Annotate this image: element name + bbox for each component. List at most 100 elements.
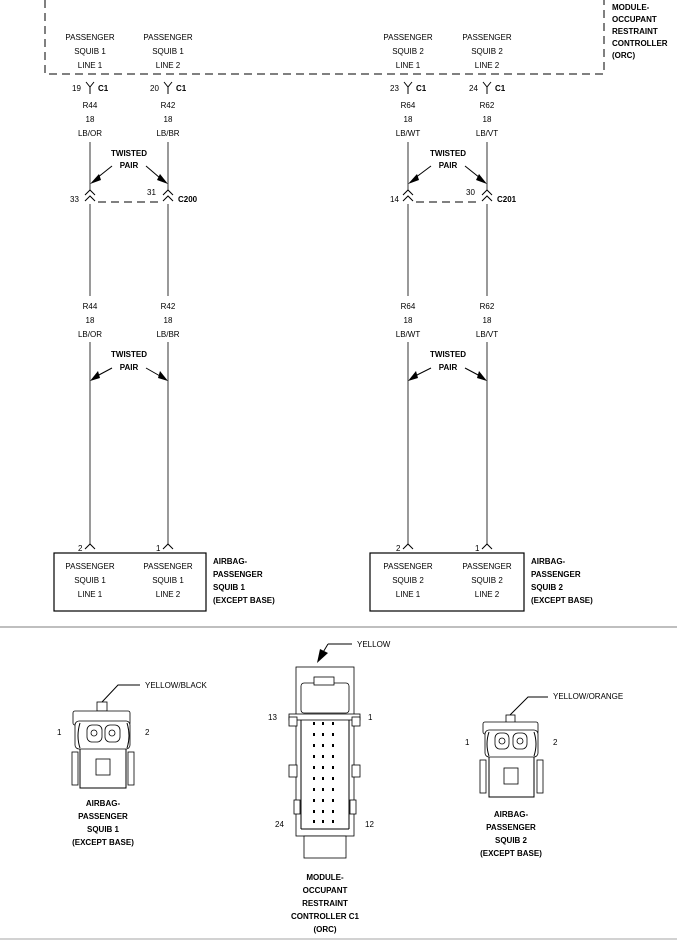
component-name: PASSENGER <box>213 570 263 579</box>
squib-pin-terminals: 2 1 2 1 <box>78 543 493 553</box>
twisted-pair-bottom: TWISTED PAIR TWISTED PAIR <box>90 350 487 381</box>
squib-cell-label: LINE 2 <box>475 590 500 599</box>
wire-circuit: R64 <box>401 101 416 110</box>
orc-name-line: MODULE- <box>612 3 650 12</box>
pin-number: 1 <box>475 544 480 553</box>
wire-color: LB/OR <box>78 330 102 339</box>
connector-color-label: YELLOW <box>357 640 391 649</box>
wire-color: LB/OR <box>78 129 102 138</box>
pin-number: 30 <box>466 188 475 197</box>
orc-circuit-label: PASSENGER <box>143 33 192 42</box>
connector-view-squib-1: YELLOW/BLACK 1 2 AIRBAG- PASSENGER SQUIB… <box>57 681 207 847</box>
inline-connector-c200: 33 31 C200 <box>70 188 198 204</box>
component-name: (EXCEPT BASE) <box>213 596 275 605</box>
pin-number: 1 <box>57 728 62 737</box>
twisted-label: TWISTED <box>430 149 466 158</box>
squib-cell-label: LINE 1 <box>78 590 103 599</box>
connector-label: C201 <box>497 195 517 204</box>
component-name: (EXCEPT BASE) <box>72 838 134 847</box>
twisted-label: PAIR <box>120 161 139 170</box>
component-name: AIRBAG- <box>531 557 566 566</box>
orc-circuit-label: LINE 1 <box>396 61 421 70</box>
wire-labels-top: R44 18 LB/OR R42 18 LB/BR R64 18 LB/WT R… <box>78 101 498 138</box>
component-name: (EXCEPT BASE) <box>480 849 542 858</box>
component-name: (EXCEPT BASE) <box>531 596 593 605</box>
orc-circuit-label: LINE 1 <box>78 61 103 70</box>
pin-number: 2 <box>145 728 150 737</box>
connector-color-label: YELLOW/ORANGE <box>553 692 623 701</box>
orc-circuit-label: LINE 2 <box>156 61 181 70</box>
orc-pin-terminals: 19 C1 20 C1 23 C1 24 C1 <box>72 81 506 94</box>
component-name: OCCUPANT <box>303 886 348 895</box>
component-name: PASSENGER <box>531 570 581 579</box>
pin-number: 1 <box>368 713 373 722</box>
pin-number: 20 <box>150 84 159 93</box>
connector-label: C1 <box>495 84 506 93</box>
component-name: AIRBAG- <box>86 799 121 808</box>
orc-circuit-label: SQUIB 1 <box>152 47 184 56</box>
wire-gauge: 18 <box>483 316 492 325</box>
pin-number: 12 <box>365 820 374 829</box>
wire-color: LB/WT <box>396 129 421 138</box>
component-name: AIRBAG- <box>494 810 529 819</box>
inline-connector-c201: 14 30 C201 <box>390 188 517 204</box>
orc-cavities <box>313 722 334 823</box>
component-name: AIRBAG- <box>213 557 248 566</box>
pin-number: 2 <box>396 544 401 553</box>
twisted-label: PAIR <box>439 363 458 372</box>
component-name: PASSENGER <box>78 812 128 821</box>
squib-cell-label: LINE 2 <box>156 590 181 599</box>
wire-circuit: R64 <box>401 302 416 311</box>
component-name: SQUIB 1 <box>213 583 246 592</box>
airbag-passenger-squib-1: PASSENGER SQUIB 1 LINE 1 PASSENGER SQUIB… <box>53 552 275 612</box>
orc-circuit-label: SQUIB 2 <box>392 47 424 56</box>
wire-gauge: 18 <box>86 316 95 325</box>
twisted-pair-top: TWISTED PAIR TWISTED PAIR <box>90 149 487 184</box>
pin-number: 24 <box>469 84 478 93</box>
squib-cell-label: SQUIB 2 <box>392 576 424 585</box>
orc-name-line: (ORC) <box>612 51 635 60</box>
wire-color: LB/VT <box>476 129 498 138</box>
connector-label: C1 <box>98 84 109 93</box>
orc-circuit-label: PASSENGER <box>65 33 114 42</box>
pin-number: 1 <box>465 738 470 747</box>
squib-cell-label: SQUIB 1 <box>74 576 106 585</box>
wire-circuit: R62 <box>480 302 495 311</box>
squib-cell-label: PASSENGER <box>383 562 432 571</box>
component-name: SQUIB 2 <box>495 836 528 845</box>
pin-number: 24 <box>275 820 284 829</box>
wire-color: LB/BR <box>156 129 179 138</box>
squib-cell-label: PASSENGER <box>462 562 511 571</box>
orc-circuit-label: PASSENGER <box>383 33 432 42</box>
wire-gauge: 18 <box>483 115 492 124</box>
wire-color: LB/BR <box>156 330 179 339</box>
wire-circuit: R42 <box>161 302 176 311</box>
squib-cell-label: SQUIB 1 <box>152 576 184 585</box>
pin-number: 2 <box>553 738 558 747</box>
wire-circuit: R42 <box>161 101 176 110</box>
orc-circuit-label: SQUIB 2 <box>471 47 503 56</box>
component-name: CONTROLLER C1 <box>291 912 360 921</box>
component-name: SQUIB 2 <box>531 583 564 592</box>
component-name: RESTRAINT <box>302 899 348 908</box>
twisted-label: TWISTED <box>430 350 466 359</box>
twisted-label: PAIR <box>439 161 458 170</box>
component-name: (ORC) <box>313 925 336 934</box>
wire-labels-bottom: R44 18 LB/OR R42 18 LB/BR R64 18 LB/WT R… <box>78 302 498 339</box>
orc-circuit-label: LINE 2 <box>475 61 500 70</box>
wires <box>89 142 488 544</box>
component-name: PASSENGER <box>486 823 536 832</box>
pin-number: 14 <box>390 195 399 204</box>
wire-gauge: 18 <box>86 115 95 124</box>
orc-module: MODULE- OCCUPANT RESTRAINT CONTROLLER (O… <box>44 0 668 75</box>
wire-gauge: 18 <box>164 316 173 325</box>
orc-circuit-label: PASSENGER <box>462 33 511 42</box>
pin-number: 31 <box>147 188 156 197</box>
twisted-label: PAIR <box>120 363 139 372</box>
connector-label: C1 <box>176 84 187 93</box>
connector-label: C1 <box>416 84 427 93</box>
wire-circuit: R62 <box>480 101 495 110</box>
twisted-label: TWISTED <box>111 350 147 359</box>
airbag-passenger-squib-2: PASSENGER SQUIB 2 LINE 1 PASSENGER SQUIB… <box>369 552 593 612</box>
